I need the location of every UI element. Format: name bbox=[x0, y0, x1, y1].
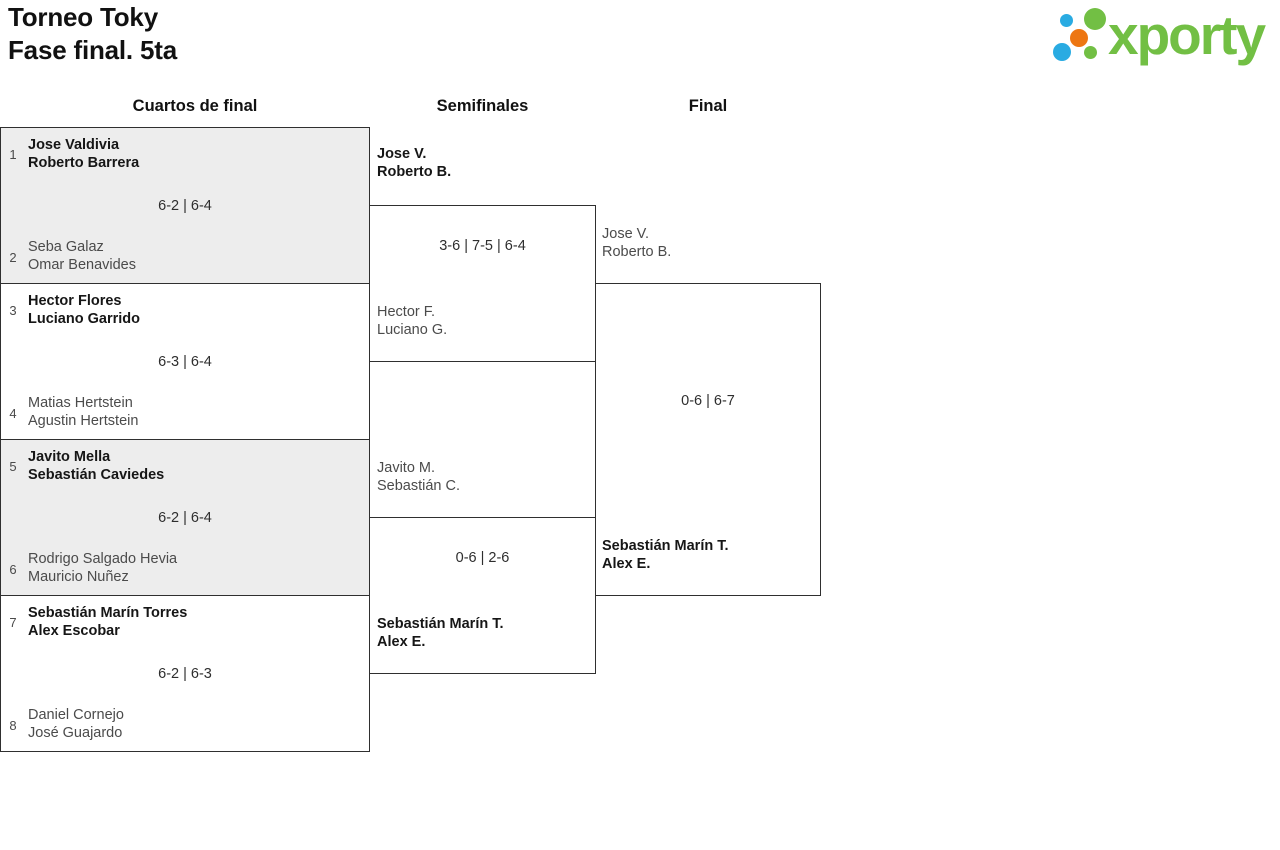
team-name-line: Hector F. bbox=[377, 304, 436, 320]
team-name-line: Javito Mella bbox=[28, 449, 111, 465]
team-top: Javito Mella Sebastián Caviedes bbox=[28, 449, 164, 484]
logo-dot-icon bbox=[1070, 29, 1088, 47]
team-name-line: Sebastián C. bbox=[377, 477, 461, 494]
team-name-line: Roberto B. bbox=[602, 243, 672, 260]
team-name-line: Luciano Garrido bbox=[28, 310, 140, 327]
team-name-line: Matias Hertstein bbox=[28, 395, 133, 411]
team-name-line: Hector Flores bbox=[28, 293, 122, 309]
team-name-line: Jose V. bbox=[602, 226, 650, 242]
team-bottom: Matias Hertstein Agustin Hertstein bbox=[28, 395, 138, 430]
final-team-bottom: Sebastián Marín T. Alex E. bbox=[602, 538, 729, 573]
seed-number: 3 bbox=[9, 303, 17, 318]
team-bottom: Rodrigo Salgado Hevia Mauricio Nuñez bbox=[28, 551, 177, 586]
sf2-team-bottom: Sebastián Marín T. Alex E. bbox=[377, 616, 504, 651]
match-score: 6-2 | 6-4 bbox=[158, 510, 212, 526]
seed-number: 2 bbox=[9, 250, 17, 265]
team-name-line: Sebastián Marín T. bbox=[602, 538, 729, 554]
match-quarterfinal-4[interactable]: 7 Sebastián Marín Torres Alex Escobar 6-… bbox=[0, 595, 370, 752]
team-name-line: Luciano G. bbox=[377, 321, 448, 338]
phase-name: Fase final. 5ta bbox=[8, 35, 177, 65]
match-score: 6-3 | 6-4 bbox=[158, 354, 212, 370]
final-team-top: Jose V. Roberto B. bbox=[602, 226, 671, 261]
team-name-line: Seba Galaz bbox=[28, 239, 104, 255]
team-bottom: Seba Galaz Omar Benavides bbox=[28, 239, 136, 274]
seed-number: 7 bbox=[9, 615, 17, 630]
logo-dot-icon bbox=[1084, 8, 1106, 30]
logo-dot-icon bbox=[1053, 43, 1071, 61]
team-name-line: Sebastián Marín Torres bbox=[28, 605, 188, 621]
team-name-line: Jose Valdivia bbox=[28, 137, 120, 153]
team-name-line: Roberto Barrera bbox=[28, 154, 140, 171]
round-header-quarterfinals: Cuartos de final bbox=[132, 97, 258, 115]
team-top: Sebastián Marín Torres Alex Escobar bbox=[28, 605, 187, 640]
sf1-team-top: Jose V. Roberto B. bbox=[377, 146, 451, 181]
seed-number: 8 bbox=[9, 718, 17, 733]
seed-number: 5 bbox=[9, 459, 17, 474]
match-final[interactable]: 0-6 | 6-7 bbox=[595, 283, 821, 596]
match-quarterfinal-3[interactable]: 5 Javito Mella Sebastián Caviedes 6-2 | … bbox=[0, 439, 370, 596]
round-header-semifinals: Semifinales bbox=[436, 97, 529, 115]
seed-number: 4 bbox=[9, 406, 17, 421]
match-score: 0-6 | 2-6 bbox=[455, 550, 510, 566]
match-quarterfinal-2[interactable]: 3 Hector Flores Luciano Garrido 6-3 | 6-… bbox=[0, 283, 370, 440]
match-score: 0-6 | 6-7 bbox=[681, 393, 735, 409]
page-title: Torneo Toky Fase final. 5ta bbox=[8, 1, 177, 67]
team-name-line: Jose V. bbox=[377, 146, 427, 162]
team-name-line: Rodrigo Salgado Hevia bbox=[28, 551, 178, 567]
match-score: 6-2 | 6-4 bbox=[158, 198, 212, 214]
logo-dot-icon bbox=[1060, 14, 1073, 27]
team-name-line: Alex Escobar bbox=[28, 622, 120, 639]
logo-dot-icon bbox=[1084, 46, 1097, 59]
team-top: Jose Valdivia Roberto Barrera bbox=[28, 137, 139, 172]
team-name-line: Roberto B. bbox=[377, 163, 452, 180]
round-header-final: Final bbox=[688, 97, 728, 115]
team-name-line: Javito M. bbox=[377, 460, 436, 476]
team-name-line: Alex E. bbox=[602, 555, 651, 572]
team-name-line: Sebastián Caviedes bbox=[28, 466, 165, 483]
logo-wordmark: xporty bbox=[1108, 4, 1266, 66]
team-name-line: Alex E. bbox=[377, 633, 426, 650]
sf1-team-bottom: Hector F. Luciano G. bbox=[377, 304, 447, 339]
team-name-line: Omar Benavides bbox=[28, 256, 136, 273]
team-name-line: José Guajardo bbox=[28, 724, 123, 741]
team-name-line: Sebastián Marín T. bbox=[377, 616, 504, 632]
team-top: Hector Flores Luciano Garrido bbox=[28, 293, 140, 328]
team-name-line: Daniel Cornejo bbox=[28, 707, 124, 723]
seed-number: 6 bbox=[9, 562, 17, 577]
match-score: 6-2 | 6-3 bbox=[158, 666, 212, 682]
team-name-line: Agustin Hertstein bbox=[28, 412, 139, 429]
match-quarterfinal-1[interactable]: 1 Jose Valdivia Roberto Barrera 6-2 | 6-… bbox=[0, 127, 370, 284]
tournament-name: Torneo Toky bbox=[8, 2, 158, 32]
match-score: 3-6 | 7-5 | 6-4 bbox=[439, 238, 526, 254]
sf2-team-top: Javito M. Sebastián C. bbox=[377, 460, 460, 495]
team-name-line: Mauricio Nuñez bbox=[28, 568, 129, 585]
seed-number: 1 bbox=[9, 147, 17, 162]
team-bottom: Daniel Cornejo José Guajardo bbox=[28, 707, 124, 742]
